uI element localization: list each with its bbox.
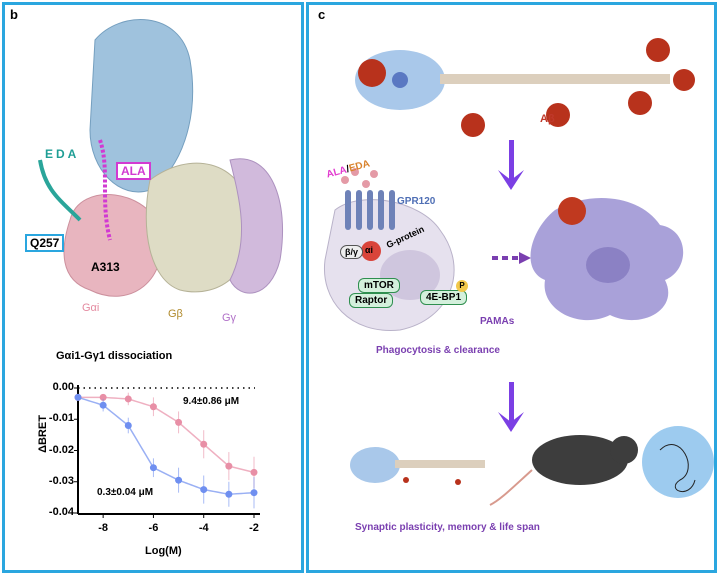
data-point-blue [124, 422, 132, 429]
data-point-blue [225, 490, 233, 498]
data-point-blue [200, 486, 208, 494]
chart-title: Gαi1-Gγ1 dissociation [56, 350, 173, 362]
y-tick-label: 0.00 [52, 381, 74, 393]
ala-label: ALA [116, 162, 151, 180]
data-point-pink [225, 462, 233, 470]
x-tick-label: -8 [98, 522, 109, 534]
gg-label: Gγ [222, 312, 237, 324]
y-tick-label: -0.01 [48, 412, 74, 425]
phospho-badge: P [456, 280, 468, 292]
x-tick-label: -2 [249, 522, 259, 534]
receptor-label: GPR120 [397, 196, 436, 207]
y-tick-label: -0.04 [48, 506, 74, 518]
caption-phagocytosis: Phagocytosis & clearance [376, 345, 500, 356]
gb-label: Gβ [168, 308, 183, 320]
abeta-label: Aβ [540, 113, 555, 125]
data-point-pink [200, 440, 208, 448]
ala-molecule [98, 139, 112, 241]
data-point-blue [74, 393, 82, 401]
data-point-pink [124, 395, 132, 403]
q257-label: Q257 [25, 234, 65, 252]
data-point-blue [99, 401, 107, 409]
arrows [498, 140, 524, 432]
data-point-pink [99, 393, 107, 401]
alpha-i-label: αi [365, 245, 374, 255]
data-point-pink [250, 468, 258, 476]
caption-synaptic: Synaptic plasticity, memory & life span [355, 522, 540, 533]
data-point-blue [149, 464, 157, 472]
pamas-label: PAMAs [480, 316, 515, 327]
chart-svg [74, 385, 260, 518]
4ebp1-box: 4E-BP1 [420, 290, 468, 305]
curve-pink [78, 396, 255, 474]
bottom-neuron [350, 447, 485, 485]
alpha-i-subunit [361, 241, 381, 261]
mtor-box: mTOR [358, 278, 400, 293]
blue-annotation: 0.3±0.04 μM [97, 487, 154, 498]
mouse-illustration [489, 435, 638, 506]
data-point-blue [250, 489, 258, 497]
curve-blue [77, 396, 255, 496]
panel-b-label: b [10, 7, 18, 22]
a313-label: A313 [91, 260, 120, 274]
raptor-box: Raptor [349, 293, 394, 308]
chart-x-label: Log(M) [145, 545, 182, 557]
data-point-pink [175, 418, 183, 426]
y-tick-label: -0.03 [48, 474, 74, 487]
pink-annotation: 9.4±0.86 μM [183, 396, 240, 407]
maze-tracking-circle [642, 426, 714, 498]
data-point-blue [175, 476, 183, 484]
x-tick-label: -6 [148, 522, 159, 534]
beta-gamma-subunit: β/γ [340, 245, 363, 259]
panel-c-label: c [318, 7, 326, 22]
gai-label: Gαi [82, 302, 100, 314]
x-tick-label: -4 [198, 522, 209, 534]
data-point-pink [149, 403, 157, 411]
eda-label: EDA [45, 147, 80, 161]
neuron-with-plaques [355, 38, 695, 137]
eda-molecule [38, 159, 82, 222]
y-tick-label: -0.02 [48, 443, 74, 456]
gpr120-receptor [345, 190, 395, 230]
